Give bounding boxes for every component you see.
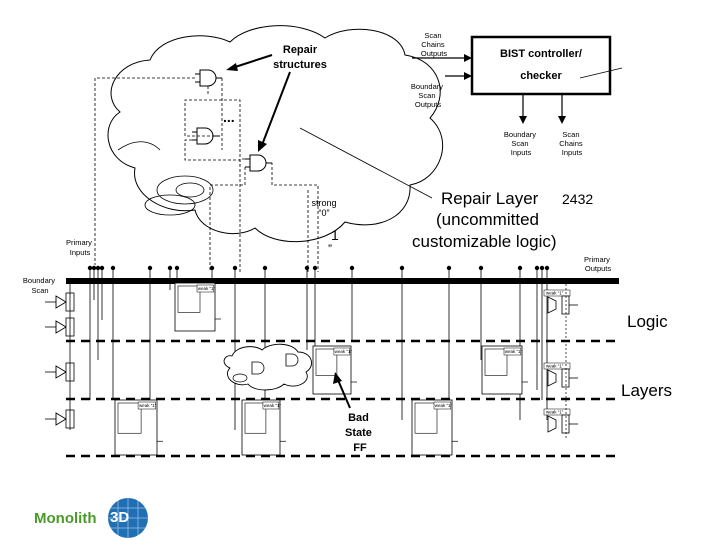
boundary-scan-buffers xyxy=(45,284,75,430)
weak-one-label: weak “1” xyxy=(546,291,564,296)
arrow-line xyxy=(261,71,291,146)
and-gate-icon xyxy=(195,69,222,87)
weak-one-label: weak “1” xyxy=(546,364,564,369)
arrowhead-icon xyxy=(258,140,267,152)
weak-one-label: weak “1” xyxy=(546,410,564,415)
cloud-doodle-4 xyxy=(232,373,248,383)
strong-label: strong xyxy=(311,198,336,208)
bus-taps xyxy=(87,265,550,271)
repair-layer-number: 2432 xyxy=(562,191,593,207)
ff-latch-icon xyxy=(117,402,142,434)
ff-latch-icon xyxy=(414,402,438,434)
weak-one-label: weak “1” xyxy=(435,403,453,408)
mux-icon xyxy=(547,415,557,433)
repair-structures-label: Repair xyxy=(283,44,318,56)
cloud-doodle-1 xyxy=(156,175,214,205)
boundary-scan-left-label: Boundary Scan xyxy=(23,276,57,295)
weak-one-label: weak “1” xyxy=(505,349,523,354)
weak-pullup-icon xyxy=(543,362,571,370)
strong-one-label: 1 xyxy=(331,227,339,243)
chip-logo-icon xyxy=(108,498,148,538)
layer-separators xyxy=(66,339,620,458)
and-gate-icon xyxy=(285,353,299,367)
strong-zero-label: “0” xyxy=(319,208,330,218)
repair-layer-desc-1: (uncommitted xyxy=(436,210,539,229)
ff-latch-icon xyxy=(177,285,201,313)
boundary-scan-outputs-label: Boundary Scan Outputs xyxy=(411,82,445,109)
logo-3d-text: 3D xyxy=(110,509,130,526)
layers-label: Layers xyxy=(621,381,672,400)
arrow-line xyxy=(231,54,273,69)
ellipsis-text: ... xyxy=(223,109,235,125)
weak-one-label: weak “1” xyxy=(198,286,216,291)
scan-chains-outputs-label: Scan Chains Outputs xyxy=(421,31,448,58)
ff-latch-icon xyxy=(315,348,338,376)
output-buffer-icon xyxy=(561,368,570,388)
mini-repair-cloud xyxy=(223,343,312,391)
logic-label: Logic xyxy=(627,312,668,331)
cloud-doodle-3 xyxy=(175,182,205,198)
output-buffer-icon xyxy=(561,295,570,315)
repair-layer-cloud xyxy=(107,25,444,243)
repair-structures-label-2: structures xyxy=(273,59,327,71)
arrowhead-icon xyxy=(519,116,527,124)
weak-pullup-icon xyxy=(137,401,156,410)
repair-wires xyxy=(94,77,319,272)
arrowhead-icon xyxy=(464,54,472,62)
arrowhead-icon xyxy=(558,116,566,124)
weak-one-label: weak “1” xyxy=(139,403,157,408)
buffer-icon xyxy=(55,320,67,334)
arrowhead-icon xyxy=(333,372,342,384)
weak-pullup-icon xyxy=(196,284,215,293)
logo-wordmark: Monolith xyxy=(34,510,97,527)
repair-layer-desc-2: customizable logic) xyxy=(412,232,557,251)
mux-icon xyxy=(547,369,557,387)
bist-controller-box xyxy=(470,35,612,96)
scan-chains-inputs-label: Scan Chains Inputs xyxy=(559,130,584,157)
flip-flop-cells: weak “1” weak “1” weak “1” weak “1” weak “1”… xyxy=(114,282,528,456)
cloud-arc xyxy=(117,141,161,151)
bad-state-ff-label: Bad State FF xyxy=(345,412,375,454)
weak-pullup-icon xyxy=(503,347,522,356)
weak-pullup-icon xyxy=(433,401,452,410)
repair-layer-title: Repair Layer xyxy=(441,189,539,208)
cloud-doodle-2 xyxy=(144,194,196,216)
weak-one-label: weak “1” xyxy=(335,349,353,354)
weak-pullup-icon xyxy=(543,408,571,416)
strong-quote-label: ” xyxy=(328,242,332,256)
weak-pullup-icon xyxy=(543,289,571,297)
ff-latch-icon xyxy=(244,402,267,434)
pointer-line xyxy=(579,67,623,79)
arrowhead-icon xyxy=(464,72,472,80)
pointer-line xyxy=(299,127,433,199)
buffer-icon xyxy=(55,365,67,379)
output-mux-stack: weak “1” weak “1” weak “1” xyxy=(543,284,578,440)
weak-pullup-icon xyxy=(333,347,351,356)
arrow-line xyxy=(337,379,351,409)
and-gate-icon xyxy=(251,361,265,375)
main-bus xyxy=(66,278,619,284)
mux-icon xyxy=(547,296,557,314)
weak-one-label: weak “1” xyxy=(264,403,282,408)
company-logo: Monolith 3D xyxy=(34,496,174,540)
primary-outputs-label: Primary Outputs xyxy=(584,255,612,273)
boundary-scan-inputs-label: Boundary Scan Inputs xyxy=(504,130,538,157)
output-buffer-icon xyxy=(561,414,570,434)
bist-controller-label: BIST controller/ xyxy=(500,48,582,60)
buffer-icon xyxy=(55,295,67,309)
bist-checker-label: checker xyxy=(520,70,562,82)
buffer-icon xyxy=(55,412,67,426)
weak-pullup-icon xyxy=(262,401,280,410)
and-gate-icon xyxy=(192,127,220,145)
arrowhead-icon xyxy=(226,63,238,71)
ff-latch-icon xyxy=(484,348,508,376)
primary-inputs-label: Primary Inputs xyxy=(66,238,94,257)
